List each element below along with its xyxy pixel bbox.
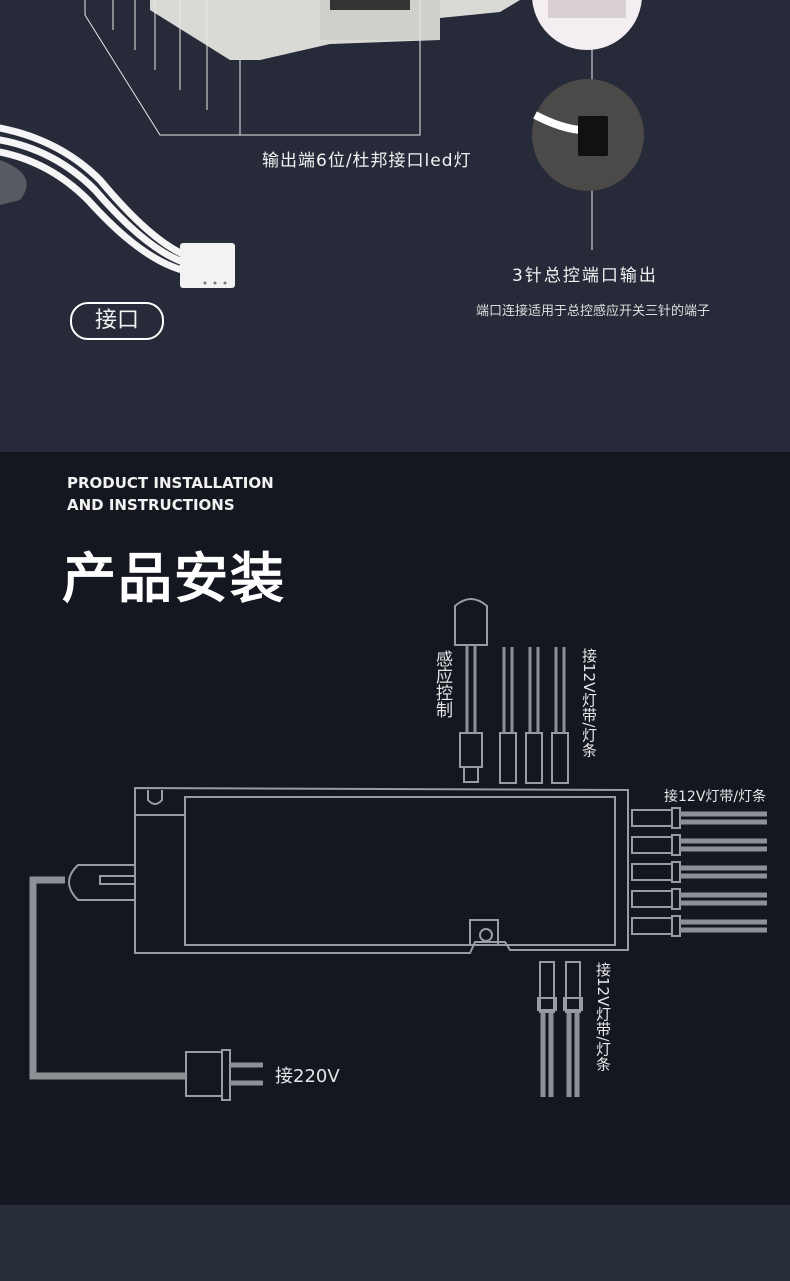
connector-plug-icon [180,243,235,288]
control-port-description: 端口连接适用于总控感应开关三针的端子 [476,304,711,319]
section-title: 产品安装 [62,547,286,610]
bottom-strip-connectors [537,961,583,1013]
wiring-diagram [29,598,767,1101]
section-subtitle: PRODUCT INSTALLATION AND INSTRUCTIONS [67,472,274,516]
control-port-title: 3针总控端口输出 [512,266,658,286]
output-port-label: 输出端6位/杜邦接口led灯 [262,151,472,171]
bottom-strip-label: 接12V灯带/灯条 [594,962,612,1072]
top-strip-label: 接12V灯带/灯条 [580,648,598,758]
right-strip-label: 接12V灯带/灯条 [664,789,767,805]
top-strip-connectors [499,732,569,784]
power-plug [185,1051,223,1097]
sensor-label: 感应控制 [432,650,452,718]
subtitle-line-2: AND INSTRUCTIONS [67,496,235,514]
subtitle-line-1: PRODUCT INSTALLATION [67,474,274,492]
product-photo-illustration [0,0,644,288]
power-label: 接220V [275,1066,340,1087]
bottom-strip [0,1205,790,1281]
power-inlet [68,864,136,901]
sensor-connector [454,598,488,783]
power-cord [29,876,186,1080]
side-wires [230,811,767,1097]
product-detail-section: 输出端6位/杜邦接口led灯 3针总控端口输出 端口连接适用于总控感应开关三针的… [0,0,790,452]
controller-box [134,786,629,954]
top-wires [465,645,566,733]
right-strip-connectors [631,807,681,937]
port-badge: 接口 [70,302,164,340]
